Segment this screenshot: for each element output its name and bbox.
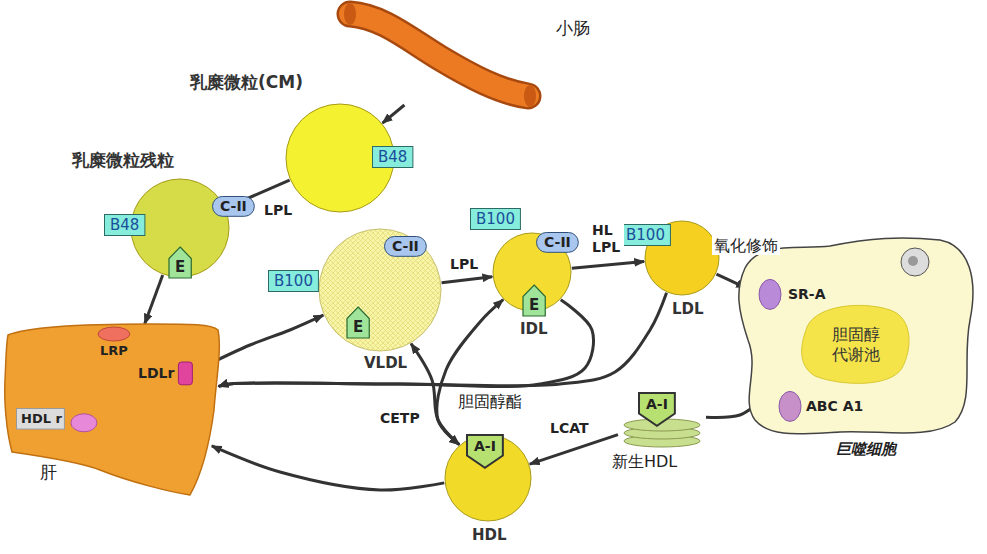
node-heading: IDL (520, 320, 548, 338)
receptor: LRP (96, 326, 132, 359)
edge-label: LPL (448, 256, 480, 273)
node-label: ABC A1 (806, 398, 863, 414)
flow-arrow (572, 262, 644, 269)
node-label: C-II (220, 198, 247, 214)
apoprotein-box: B100 (268, 270, 319, 292)
flow-arrow (145, 275, 163, 324)
edge-label: LCAT (548, 420, 591, 437)
node-heading: 肝 (40, 462, 57, 482)
apoprotein-pill: C-II (384, 236, 427, 257)
node-label: SR-A (788, 286, 826, 302)
liver: 肝 LRP LDLrHDL r (5, 320, 222, 497)
node-label: C-II (392, 238, 419, 254)
flow-arrow (437, 300, 503, 445)
edge-label: LPL (262, 202, 294, 219)
node-label: B48 (378, 148, 407, 166)
annotation: CETP (378, 410, 422, 427)
intestine-shape (360, 30, 540, 105)
apoprotein-pill: C-II (536, 232, 579, 253)
node-heading: VLDL (364, 354, 407, 372)
apoprotein-pentagon: E (522, 284, 546, 317)
node-label: E (175, 258, 185, 276)
node-label: 胆固醇代谢池 (831, 325, 881, 365)
receptor: LDLr (134, 362, 196, 385)
nascent-hdl: 新生HDLA-I (618, 392, 706, 448)
node-heading: HDL (472, 526, 507, 544)
remnant-circle: 乳糜微粒残粒B48C-IIE (130, 178, 230, 278)
node-heading: 乳糜微粒残粒 (72, 150, 174, 170)
intestine: 小肠 (360, 30, 540, 105)
apoprotein-box: B48 (372, 146, 413, 168)
node-label: LRP (100, 343, 128, 358)
receptor: SR-A (758, 282, 830, 307)
apoprotein-pentagon: A-I (466, 434, 504, 469)
flow-arrow (208, 315, 324, 364)
node-label: B48 (110, 216, 139, 234)
flow-arrow (382, 105, 404, 123)
apoprotein-pill: C-II (212, 196, 255, 217)
annotation: 胆固醇酯 (456, 392, 524, 411)
transporter: ABC A1 (778, 394, 867, 419)
node-label: E (529, 296, 539, 314)
flow-arrow (530, 435, 618, 464)
idl-circle: IDLB100C-IIE (492, 232, 572, 312)
flow-arrow (212, 446, 444, 490)
apoprotein-pentagon: E (168, 246, 192, 279)
edge-label: 氧化修饰 (712, 236, 780, 255)
flow-arrow (442, 277, 493, 283)
apoprotein-pentagon: A-I (638, 392, 676, 427)
node-heading: 巨噬细胞 (836, 440, 896, 458)
node-heading: 乳糜微粒(CM) (190, 72, 303, 92)
receptor: HDL r (16, 408, 100, 430)
node-label: A-I (474, 438, 496, 454)
chylomicron-circle: 乳糜微粒(CM)B48 (285, 103, 395, 213)
node-label: LDLr (138, 365, 174, 381)
ldl-circle: LDLB100 (644, 220, 720, 296)
node-label: B100 (476, 210, 515, 228)
macrophage: 巨噬细胞SR-A胆固醇代谢池ABC A1 (730, 236, 978, 440)
apoprotein-box: B100 (620, 224, 671, 246)
flow-arrow (219, 293, 667, 387)
apoprotein-box: B100 (470, 208, 521, 230)
node-label: A-I (646, 396, 668, 412)
node-heading: 小肠 (556, 18, 590, 38)
vldl-circle: VLDLB100C-IIE (318, 228, 442, 352)
hdl-circle: HDLA-I (444, 434, 532, 522)
node-label: E (353, 318, 363, 336)
apoprotein-box: B48 (104, 214, 145, 236)
node-label: HDL r (21, 411, 62, 426)
node-label: C-II (544, 234, 571, 250)
edge-label: HL LPL (590, 222, 624, 256)
node-heading: LDL (672, 300, 704, 318)
apoprotein-pentagon: E (346, 306, 370, 339)
node-label: B100 (626, 226, 665, 244)
node-heading: 新生HDL (612, 452, 677, 471)
node-label: B100 (274, 272, 313, 290)
cholesterol-pool: 胆固醇代谢池 (800, 306, 912, 384)
